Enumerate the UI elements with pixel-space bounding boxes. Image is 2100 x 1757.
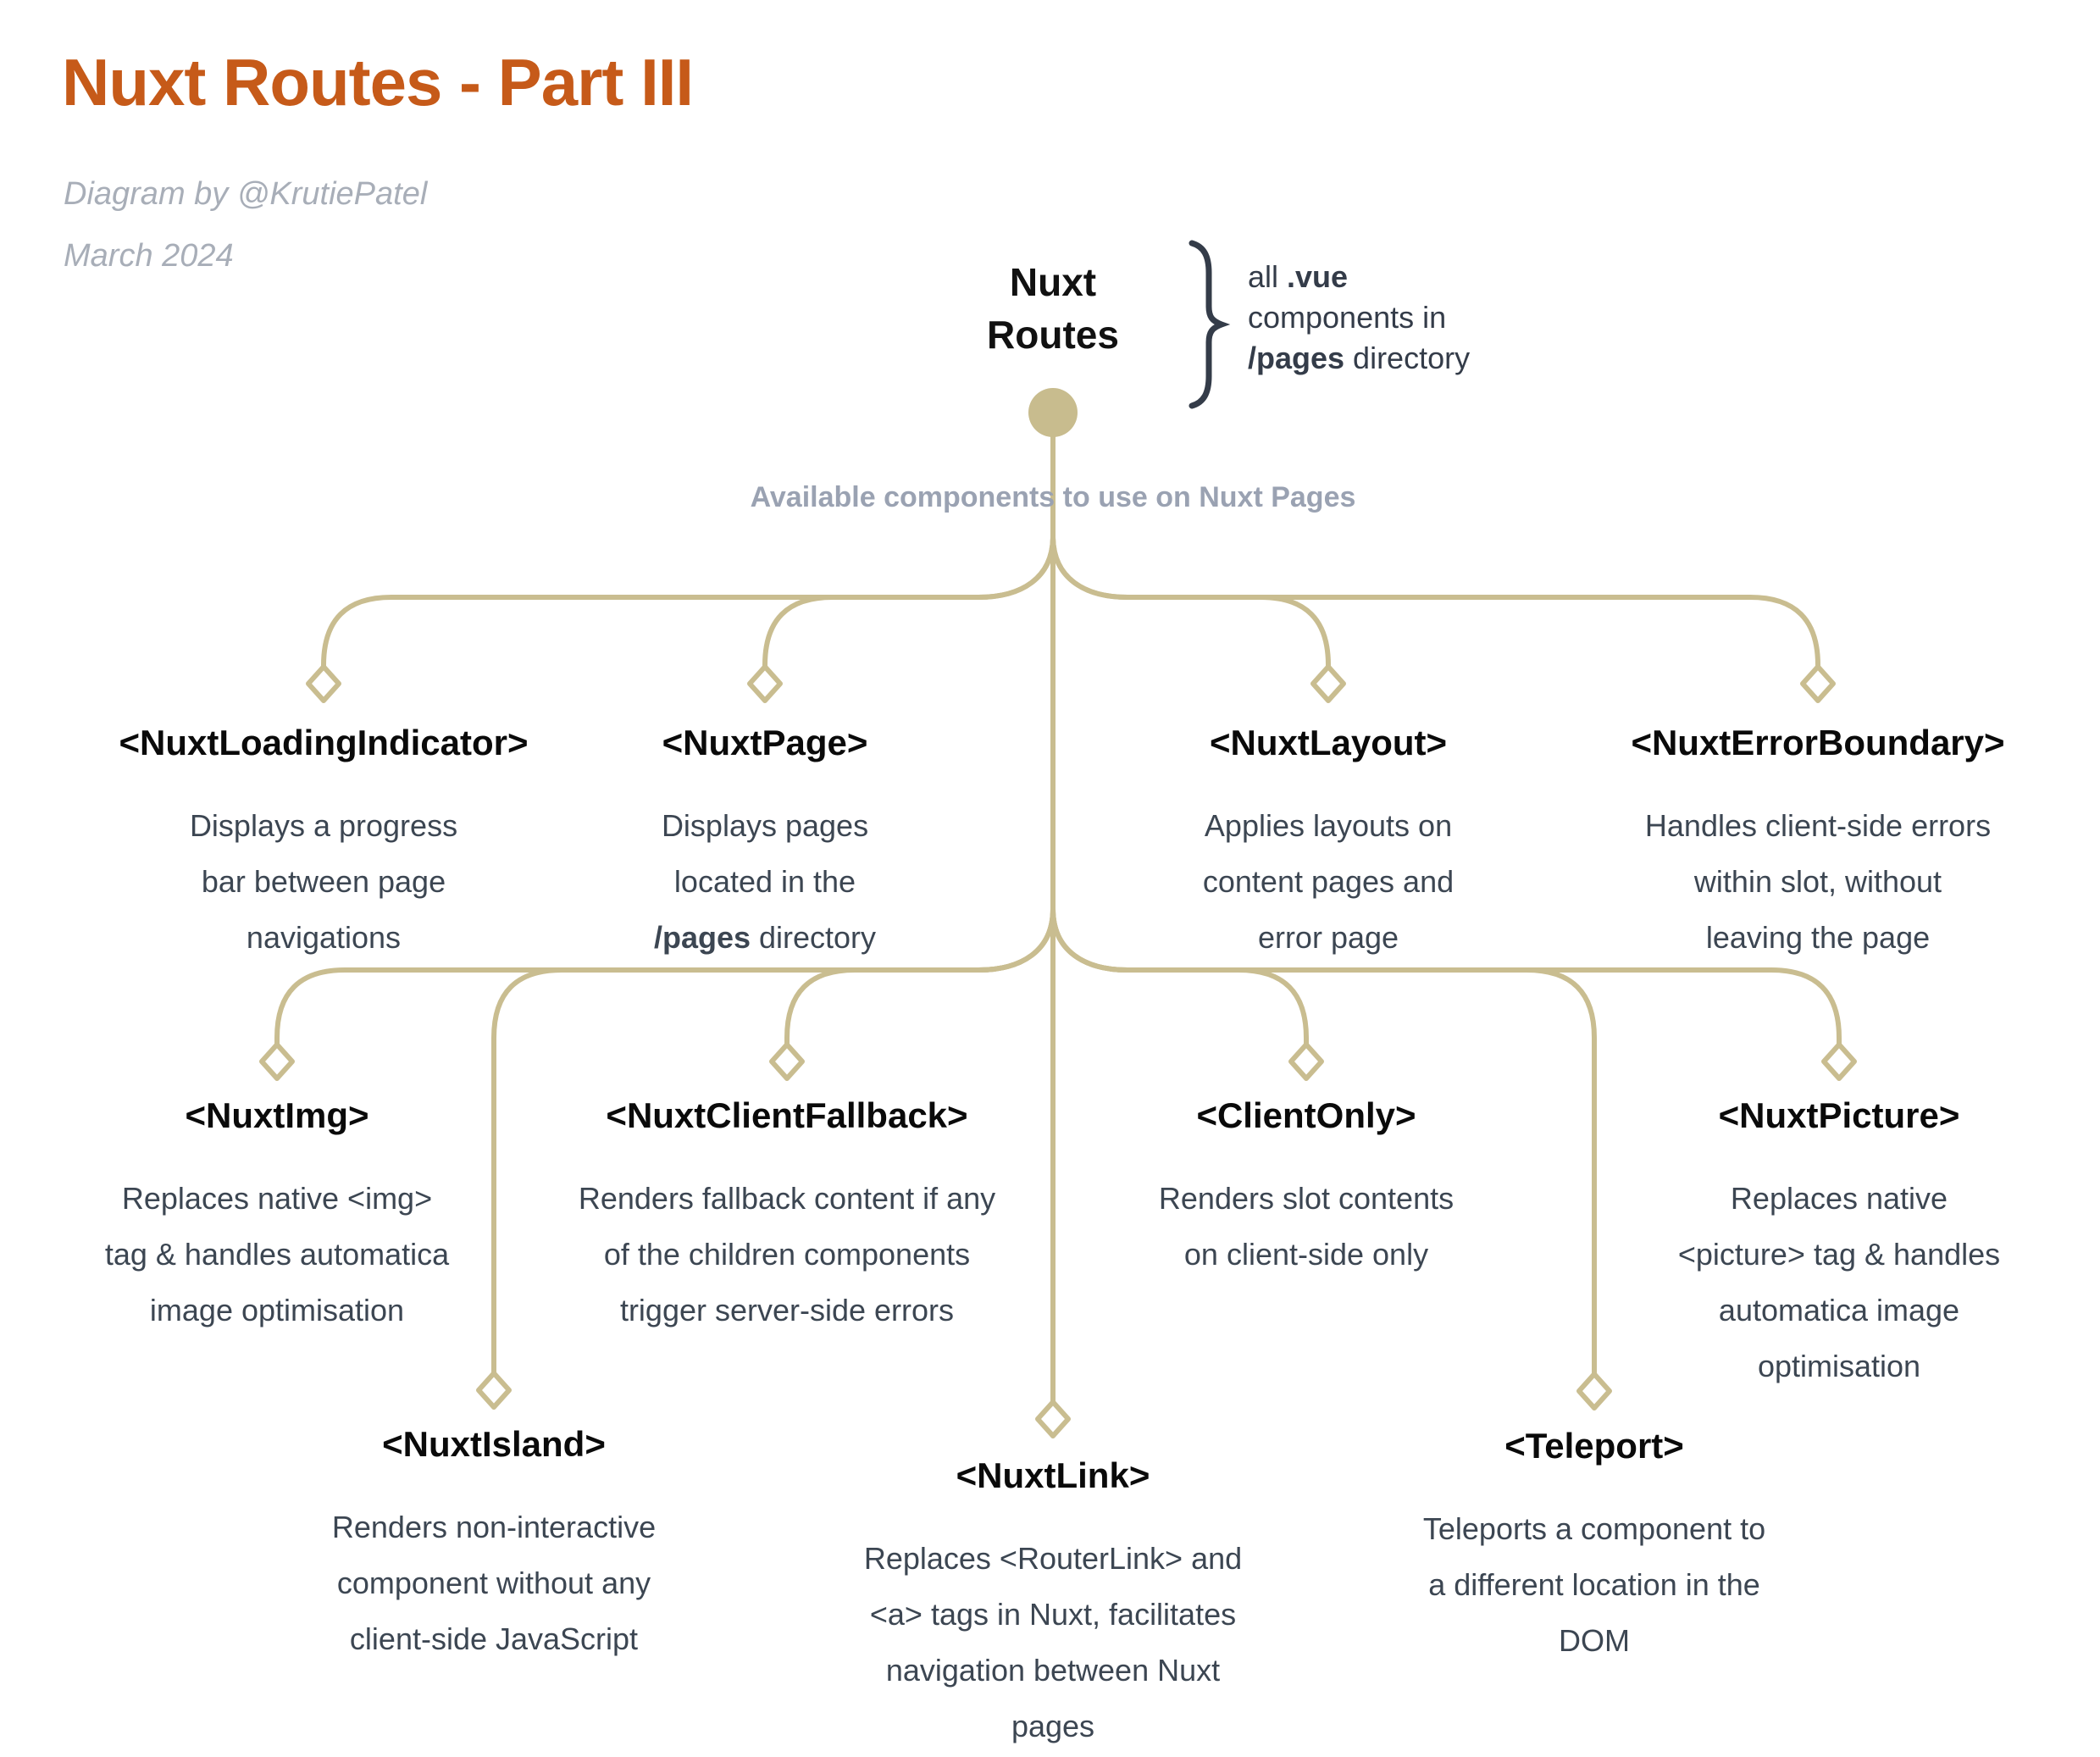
diamond-connector (1310, 664, 1346, 703)
page-title: Nuxt Routes - Part III (62, 45, 694, 119)
diamond-connector (747, 664, 783, 703)
diamond-connector (1576, 1372, 1612, 1411)
node-description: Renders non-interactive component withou… (331, 1510, 657, 1656)
node-description: Displays pages located in the /pages dir… (653, 808, 877, 955)
branch-line (321, 534, 1056, 669)
branch-line (762, 534, 1056, 669)
node-title: <ClientOnly> (1196, 1095, 1416, 1135)
diamond-connector (1288, 1042, 1324, 1081)
root-node-title: Nuxt Routes (987, 260, 1119, 357)
node-description: Applies layouts on content pages and err… (1202, 808, 1454, 955)
node-teleport: <Teleport> Teleports a component to a di… (1306, 1422, 1882, 1669)
node-description: Replaces <RouterLink> and <a> tags in Nu… (863, 1541, 1243, 1743)
node-nuxt-loading-indicator: <NuxtLoadingIndicator> Displays a progre… (36, 718, 612, 966)
diamond-connector (1821, 1042, 1857, 1081)
branch-line (1050, 534, 1331, 669)
node-title: <NuxtPicture> (1718, 1095, 1960, 1135)
node-description: Handles client-side errors within slot, … (1644, 808, 1992, 955)
tree-label: Available components to use on Nuxt Page… (750, 481, 1356, 513)
node-description: Replaces native <img> tag & handles auto… (104, 1181, 450, 1327)
node-nuxt-error-boundary: <NuxtErrorBoundary> Handles client-side … (1530, 718, 2100, 966)
diamond-connector (1800, 664, 1836, 703)
node-title: <NuxtClientFallback> (606, 1095, 968, 1135)
node-nuxt-layout: <NuxtLayout> Applies layouts on content … (1040, 718, 1616, 966)
diamond-connector (476, 1371, 512, 1410)
node-title: <NuxtLoadingIndicator> (119, 723, 529, 762)
node-title: <NuxtErrorBoundary> (1631, 723, 2005, 762)
diamond-connector (306, 664, 341, 703)
node-title: <NuxtPage> (662, 723, 868, 762)
byline: Diagram by @KrutiePatel (64, 176, 428, 212)
branch-line (1050, 534, 1820, 669)
node-description: Displays a progress bar between page nav… (189, 808, 458, 955)
node-title: <NuxtLink> (956, 1455, 1150, 1495)
node-nuxt-link: <NuxtLink> Replaces <RouterLink> and <a>… (765, 1451, 1341, 1754)
date-label: March 2024 (64, 238, 234, 274)
root-node-dot (1028, 388, 1078, 437)
node-client-only: <ClientOnly> Renders slot contents on cl… (1018, 1091, 1594, 1283)
branch-line (784, 906, 1056, 1047)
node-nuxt-island: <NuxtIsland> Renders non-interactive com… (206, 1420, 782, 1667)
diamond-connector (769, 1042, 805, 1081)
node-nuxt-img: <NuxtImg> Replaces native <img> tag & ha… (0, 1091, 565, 1339)
diamond-connector (259, 1042, 295, 1081)
node-description: Renders slot contents on client-side onl… (1158, 1181, 1454, 1272)
node-description: Renders fallback content if any of the c… (578, 1181, 996, 1327)
brace-icon (1189, 240, 1231, 409)
branch-line (1050, 906, 1842, 1047)
diamond-connector (1035, 1400, 1071, 1438)
node-title: <NuxtLayout> (1209, 723, 1448, 762)
node-nuxt-picture: <NuxtPicture> Replaces native <picture> … (1551, 1091, 2100, 1394)
node-title: <NuxtImg> (185, 1095, 369, 1135)
node-title: <NuxtIsland> (382, 1424, 606, 1464)
node-description: Teleports a component to a different loc… (1422, 1511, 1766, 1658)
root-brace-note: all .vue components in /pages directory (1248, 259, 1471, 375)
node-title: <Teleport> (1504, 1426, 1684, 1466)
node-nuxt-page: <NuxtPage> Displays pages located in the… (477, 718, 1053, 966)
node-description: Replaces native <picture> tag & handles … (1677, 1181, 2001, 1383)
node-nuxt-client-fallback: <NuxtClientFallback> Renders fallback co… (499, 1091, 1075, 1339)
